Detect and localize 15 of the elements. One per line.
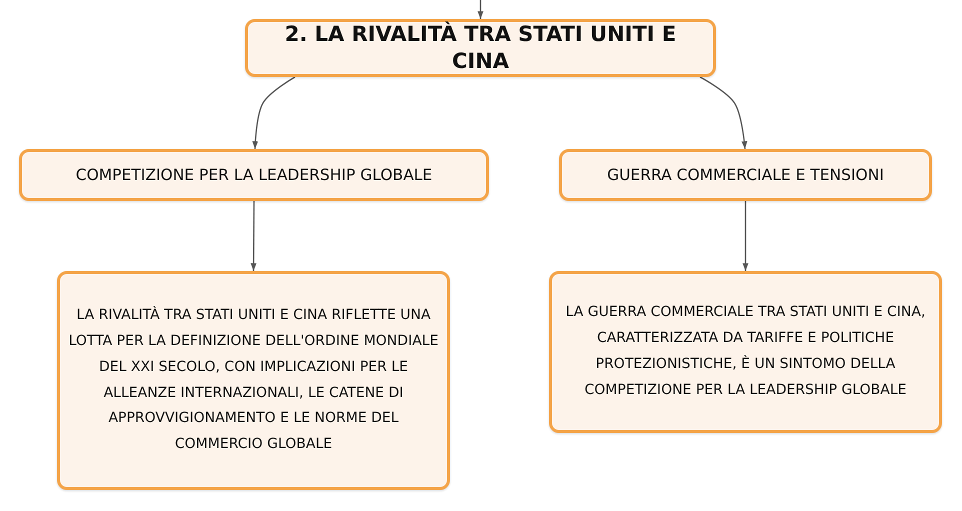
arrow	[252, 76, 296, 150]
topic-box	[19, 149, 489, 201]
node-text: GUERRA COMMERCIALE E TENSIONI	[607, 164, 884, 186]
topic-box	[559, 149, 932, 201]
title-box	[245, 19, 716, 77]
node-text: LA GUERRA COMMERCIALE TRA STATI UNITI E CINA, CARATTERIZZATA DA TARIFFE E POLITICHE PROTEZIONISTICHE, È UN SINTOMO DELLA COMPETIZIONE PER LA LEADERSHIP GLOBALE	[564, 303, 926, 400]
arrow	[250, 201, 256, 271]
arrow	[478, 0, 484, 19]
arrow	[700, 76, 748, 150]
description-box	[549, 271, 942, 433]
description-box	[57, 271, 450, 490]
arrow	[742, 201, 748, 271]
node-text: COMPETIZIONE PER LA LEADERSHIP GLOBALE	[76, 164, 432, 186]
node-text: LA RIVALITÀ TRA STATI UNITI E CINA RIFLETTE UNA LOTTA PER LA DEFINIZIONE DELL'ORDINE MONDIALE DEL XXI SECOLO, CON IMPLICAZIONI PER LE ALLEANZE INTERNAZIONALI, LE CATENE DI APPROVVIGIONAMENTO E LE NORME DEL COMMERCIO GLOBALE	[68, 305, 439, 454]
node-text: 2. LA RIVALITÀ TRA STATI UNITI E CINA	[284, 20, 678, 75]
